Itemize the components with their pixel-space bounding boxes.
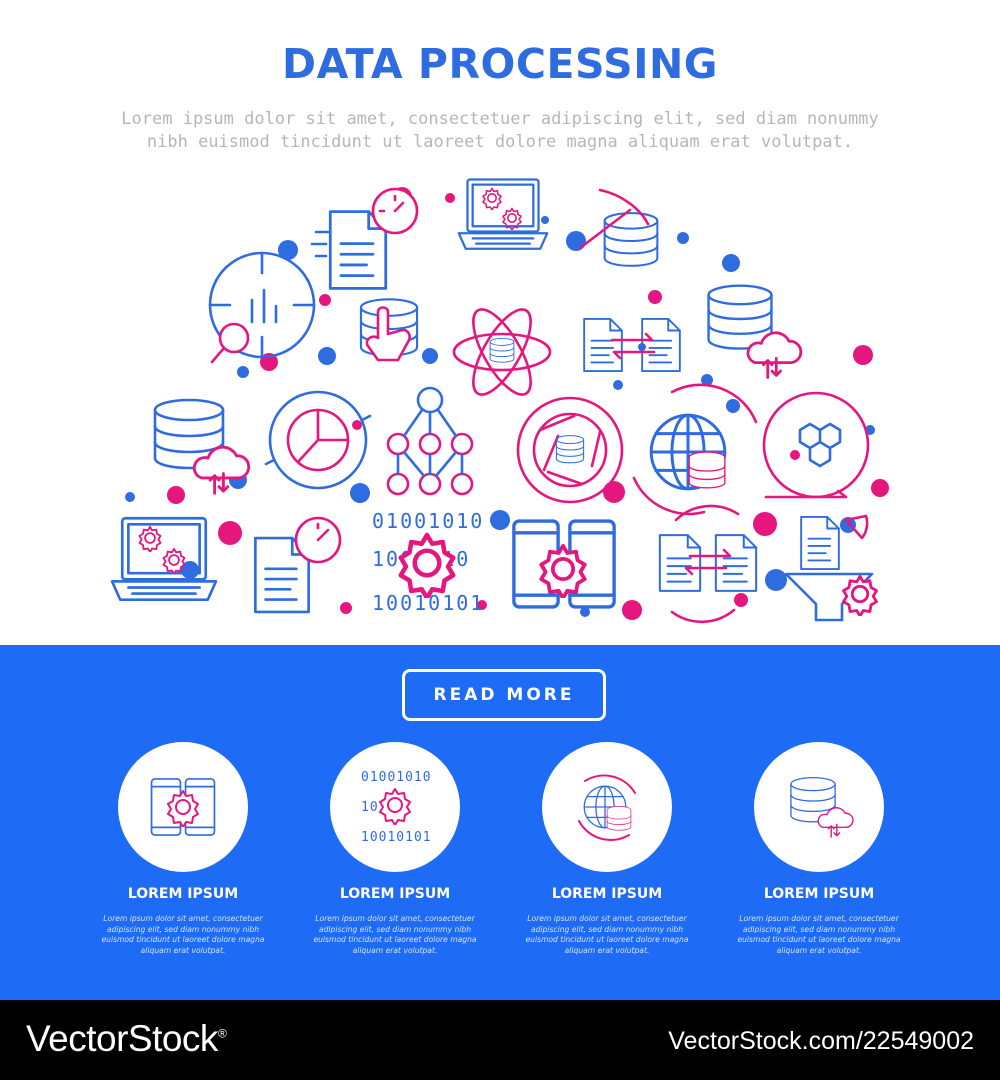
feature-band: READ MORE LOREM IPSUM Lorem ipsum dolor … <box>0 645 1000 1000</box>
feature-icon-circle: 01001010 10 10 10010101 <box>330 742 460 872</box>
database-mining-icon <box>578 188 659 267</box>
feature-icon-circle <box>542 742 672 872</box>
binary-gear-icon: 01001010 10 10 10010101 <box>361 770 432 845</box>
feature-icon-circle <box>118 742 248 872</box>
feature-description: Lorem ipsum dolor sit amet, consectetuer… <box>500 914 714 956</box>
database-touch-icon <box>359 298 419 362</box>
hexagon-cycle-icon <box>762 391 870 499</box>
feature-card: LOREM IPSUM Lorem ipsum dolor sit amet, … <box>500 742 714 956</box>
feature-description-line: Lorem ipsum dolor sit amet, consectetuer <box>527 914 687 923</box>
feature-card: LOREM IPSUM Lorem ipsum dolor sit amet, … <box>76 742 290 956</box>
feature-description-line: adipiscing elit, sed diam nonummy nibh <box>106 924 260 934</box>
brand-logo: VectorStock® <box>26 1018 227 1060</box>
feature-description-line: adipiscing elit, sed diam nonummy nibh <box>742 924 896 934</box>
svg-text:01001010: 01001010 <box>372 509 484 533</box>
phone-gear-icon <box>512 519 616 609</box>
footer-bar: VectorStock® VectorStock.com/22549002 <box>0 1000 1000 1080</box>
laptop-gears-icon <box>110 516 218 602</box>
globe-database-icon <box>578 774 636 841</box>
feature-card: 01001010 10 10 10010101 LOREM IPSUM Lore… <box>288 742 502 956</box>
feature-description-line: euismod tincidunt ut laoreet dolore magn… <box>737 935 901 945</box>
database-cloud-icon <box>153 398 251 495</box>
decorative-dots <box>125 187 889 620</box>
globe-database-icon <box>632 383 758 516</box>
brand-name: VectorStock <box>26 1018 218 1059</box>
document-exchange-icon <box>658 504 758 624</box>
icon-composition: 01001010 100 010 10010101 <box>110 178 889 624</box>
feature-description-line: Lorem ipsum dolor sit amet, consectetuer <box>315 914 475 923</box>
feature-description-line: adipiscing elit, sed diam nonummy nibh <box>530 924 684 934</box>
feature-card: LOREM IPSUM Lorem ipsum dolor sit amet, … <box>712 742 926 956</box>
funnel-gear-icon <box>784 514 878 622</box>
neural-network-icon <box>386 386 474 496</box>
chart-search-icon <box>208 251 316 364</box>
feature-title: LOREM IPSUM <box>127 886 239 902</box>
feature-description-line: Lorem ipsum dolor sit amet, consectetuer <box>103 914 263 923</box>
laptop-gears-icon <box>457 178 549 251</box>
document-speed-icon <box>310 187 419 290</box>
feature-description-line: aliquam erat volutpat. <box>564 945 650 955</box>
feature-description: Lorem ipsum dolor sit amet, consectetuer… <box>288 914 502 956</box>
feature-title: LOREM IPSUM <box>551 886 663 902</box>
image-id: VectorStock.com/22549002 <box>668 1027 974 1055</box>
feature-description-line: euismod tincidunt ut laoreet dolore magn… <box>313 935 477 945</box>
feature-description: Lorem ipsum dolor sit amet, consectetuer… <box>76 914 290 956</box>
document-speed-icon <box>253 516 342 614</box>
database-cloud-icon <box>790 776 854 838</box>
feature-icon-circle <box>754 742 884 872</box>
cycle-chart-icon <box>264 390 372 490</box>
feature-description-line: aliquam erat volutpat. <box>352 945 438 955</box>
read-more-button[interactable]: READ MORE <box>402 669 606 721</box>
phone-gear-icon <box>150 777 216 837</box>
binary-gear-icon: 01001010 100 010 10010101 <box>372 509 484 615</box>
document-exchange-icon <box>583 317 681 373</box>
feature-description-line: adipiscing elit, sed diam nonummy nibh <box>318 924 472 934</box>
feature-description-line: euismod tincidunt ut laoreet dolore magn… <box>101 935 265 945</box>
page-subtitle: Lorem ipsum dolor sit amet, consectetuer… <box>100 108 900 154</box>
database-cloud-icon <box>707 284 803 379</box>
feature-description-line: aliquam erat volutpat. <box>776 945 862 955</box>
feature-description-line: euismod tincidunt ut laoreet dolore magn… <box>525 935 689 945</box>
shutter-database-icon <box>516 396 624 504</box>
svg-text:10010101: 10010101 <box>361 830 432 845</box>
subtitle-line-1: Lorem ipsum dolor sit amet, consectetuer… <box>121 109 879 129</box>
registered-mark: ® <box>217 1026 227 1041</box>
atom-database-icon <box>452 308 552 396</box>
feature-description: Lorem ipsum dolor sit amet, consectetuer… <box>712 914 926 956</box>
feature-title: LOREM IPSUM <box>339 886 451 902</box>
subtitle-line-2: nibh euismod tincidunt ut laoreet dolore… <box>146 132 854 152</box>
hero-section: DATA PROCESSING Lorem ipsum dolor sit am… <box>100 40 900 624</box>
svg-text:01001010: 01001010 <box>361 770 432 785</box>
feature-description-line: Lorem ipsum dolor sit amet, consectetuer <box>739 914 899 923</box>
feature-description-line: aliquam erat volutpat. <box>140 945 226 955</box>
page-title: DATA PROCESSING <box>282 40 718 88</box>
feature-title: LOREM IPSUM <box>763 886 875 902</box>
